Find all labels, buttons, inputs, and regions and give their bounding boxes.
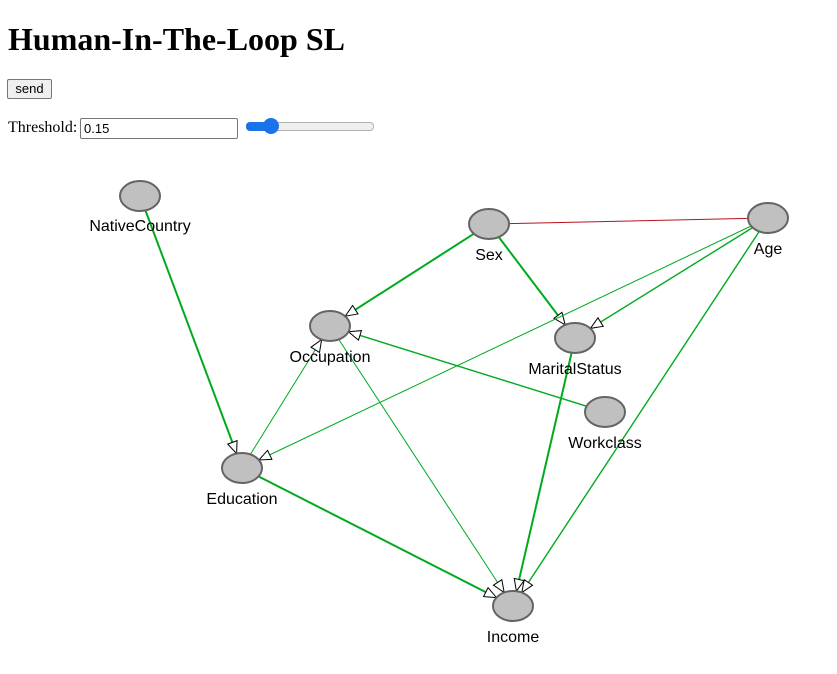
edge-marital-status-to-income bbox=[516, 352, 573, 591]
node-native-country[interactable]: NativeCountry bbox=[89, 180, 191, 235]
edge-education-to-income bbox=[258, 475, 497, 599]
threshold-slider-fill bbox=[246, 122, 271, 131]
node-circle-marital-status[interactable] bbox=[554, 322, 596, 354]
edge-age-to-income bbox=[522, 231, 760, 593]
threshold-slider-thumb[interactable] bbox=[262, 118, 279, 134]
node-education[interactable]: Education bbox=[206, 452, 278, 508]
edge-sex-to-occupation bbox=[345, 232, 475, 318]
page-title: Human-In-The-Loop SL bbox=[8, 21, 345, 57]
edge-education-to-occupation bbox=[249, 340, 321, 455]
threshold-slider[interactable] bbox=[246, 118, 374, 134]
node-circle-sex[interactable] bbox=[468, 208, 510, 240]
node-label-occupation: Occupation bbox=[290, 349, 371, 366]
graph-edges bbox=[144, 210, 760, 599]
node-circle-workclass[interactable] bbox=[584, 396, 626, 428]
edge-age-to-marital-status bbox=[590, 227, 753, 329]
node-circle-native-country[interactable] bbox=[119, 180, 161, 212]
node-marital-status[interactable]: MaritalStatus bbox=[528, 322, 622, 378]
node-circle-age[interactable] bbox=[747, 202, 789, 234]
node-income[interactable]: Income bbox=[487, 590, 540, 646]
node-label-sex: Sex bbox=[475, 247, 503, 264]
node-label-marital-status: MaritalStatus bbox=[528, 361, 621, 378]
edge-workclass-to-occupation bbox=[349, 332, 587, 407]
edge-age-to-education bbox=[259, 225, 752, 460]
edge-sex-to-age bbox=[508, 217, 749, 225]
edge-occupation-to-income bbox=[338, 339, 504, 593]
edge-sex-to-marital-status bbox=[498, 236, 566, 325]
node-label-education: Education bbox=[206, 491, 277, 508]
threshold-input[interactable] bbox=[80, 118, 238, 139]
node-circle-income[interactable] bbox=[492, 590, 534, 622]
edge-native-country-to-education bbox=[144, 210, 236, 453]
node-label-native-country: NativeCountry bbox=[89, 218, 190, 235]
node-sex[interactable]: Sex bbox=[468, 208, 510, 264]
node-circle-occupation[interactable] bbox=[309, 310, 351, 342]
threshold-label: Threshold: bbox=[8, 119, 78, 136]
send-button[interactable]: send bbox=[7, 79, 52, 99]
node-workclass[interactable]: Workclass bbox=[568, 396, 642, 452]
node-label-income: Income bbox=[487, 629, 540, 646]
node-age[interactable]: Age bbox=[747, 202, 789, 258]
node-label-workclass: Workclass bbox=[568, 435, 642, 452]
node-circle-education[interactable] bbox=[221, 452, 263, 484]
node-label-age: Age bbox=[754, 241, 783, 258]
node-occupation[interactable]: Occupation bbox=[290, 310, 371, 366]
